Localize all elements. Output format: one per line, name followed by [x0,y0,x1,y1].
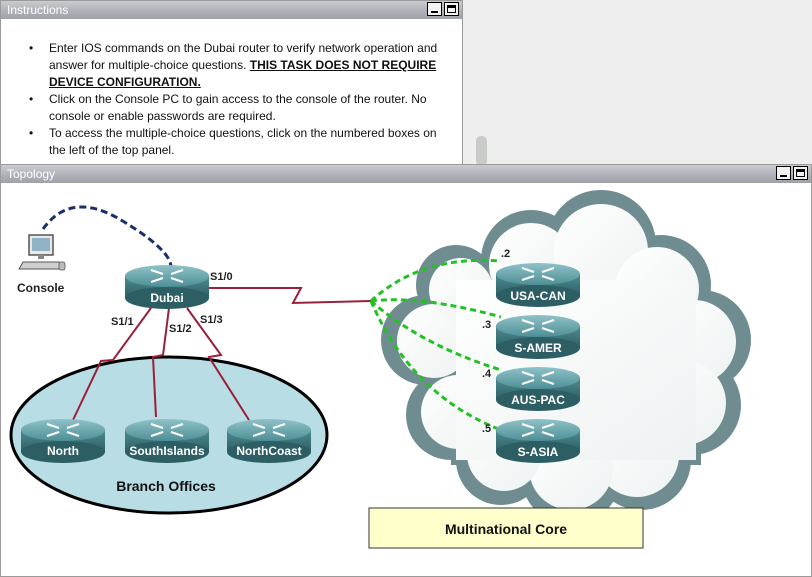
minimize-icon[interactable] [427,2,442,16]
topology-window: Topology [0,164,812,577]
virtual-circuits [369,258,502,432]
multinational-core-box [368,507,644,549]
ip-suffix-label: .4 [482,368,492,380]
router-aus-pac[interactable]: AUS-PAC [496,367,580,411]
console-label: Console [17,281,65,295]
scrollbar-thumb[interactable] [476,136,487,166]
topology-diagram: Console Dubai S1/0 S1/1 S1/2 S1/3 North … [9,190,751,549]
router-label: S-AMER [514,341,562,355]
router-label: North [47,444,79,458]
serial-link-core [206,287,372,305]
instructions-list: Enter IOS commands on the Dubai router t… [23,40,453,159]
instructions-titlebar[interactable]: Instructions [1,1,462,19]
console-pc-icon[interactable] [18,234,66,271]
port-label-s10: S1/0 [210,271,233,283]
vc-usa-can [369,258,502,303]
topology-titlebar[interactable]: Topology [1,165,811,183]
serial-link-north [72,307,152,421]
instructions-title: Instructions [7,3,69,17]
ip-suffix-label: .3 [482,319,491,331]
router-southislands[interactable]: SouthIslands [125,419,209,463]
router-north[interactable]: North [21,419,105,463]
maximize-icon[interactable] [444,2,459,16]
router-s-asia[interactable]: S-ASIA [496,419,580,463]
minimize-icon[interactable] [776,166,791,180]
router-label: NorthCoast [236,444,301,458]
instruction-warning: THIS TASK DOES NOT REQUIRE DEVICE CONFIG… [49,58,437,89]
instructions-window: Instructions Enter IOS commands on the D… [0,0,463,168]
router-usa-can[interactable]: USA-CAN [496,263,580,307]
router-dubai[interactable]: Dubai [125,265,209,309]
router-label: Dubai [150,291,183,305]
router-label: USA-CAN [510,289,565,303]
ip-suffix-label: .5 [482,423,491,435]
port-label-s12: S1/2 [169,323,192,335]
multinational-core-label: Multinational Core [445,521,567,537]
router-label: AUS-PAC [511,393,565,407]
ip-suffix-label: .2 [501,248,510,260]
console-cable [41,205,173,268]
vc-s-amer [370,298,502,319]
maximize-icon[interactable] [793,166,808,180]
router-s-amer[interactable]: S-AMER [496,315,580,359]
instruction-item: Enter IOS commands on the Dubai router t… [23,40,453,91]
port-label-s13: S1/3 [200,314,223,326]
router-label: S-ASIA [518,445,559,459]
serial-link-southislands [151,307,170,418]
cloud-shape [381,190,751,525]
empty-panel-area [463,0,812,168]
port-label-s11: S1/1 [111,316,134,328]
topology-title: Topology [7,167,56,181]
instruction-item: Click on the Console PC to gain access t… [23,91,453,125]
vc-aus-pac [370,299,502,372]
router-label: SouthIslands [129,444,205,458]
vc-s-asia [369,300,502,432]
instruction-item: To access the multiple-choice questions,… [23,125,453,159]
router-northcoast[interactable]: NorthCoast [227,419,311,463]
branch-offices-label: Branch Offices [116,478,216,494]
serial-link-northcoast [186,307,250,421]
